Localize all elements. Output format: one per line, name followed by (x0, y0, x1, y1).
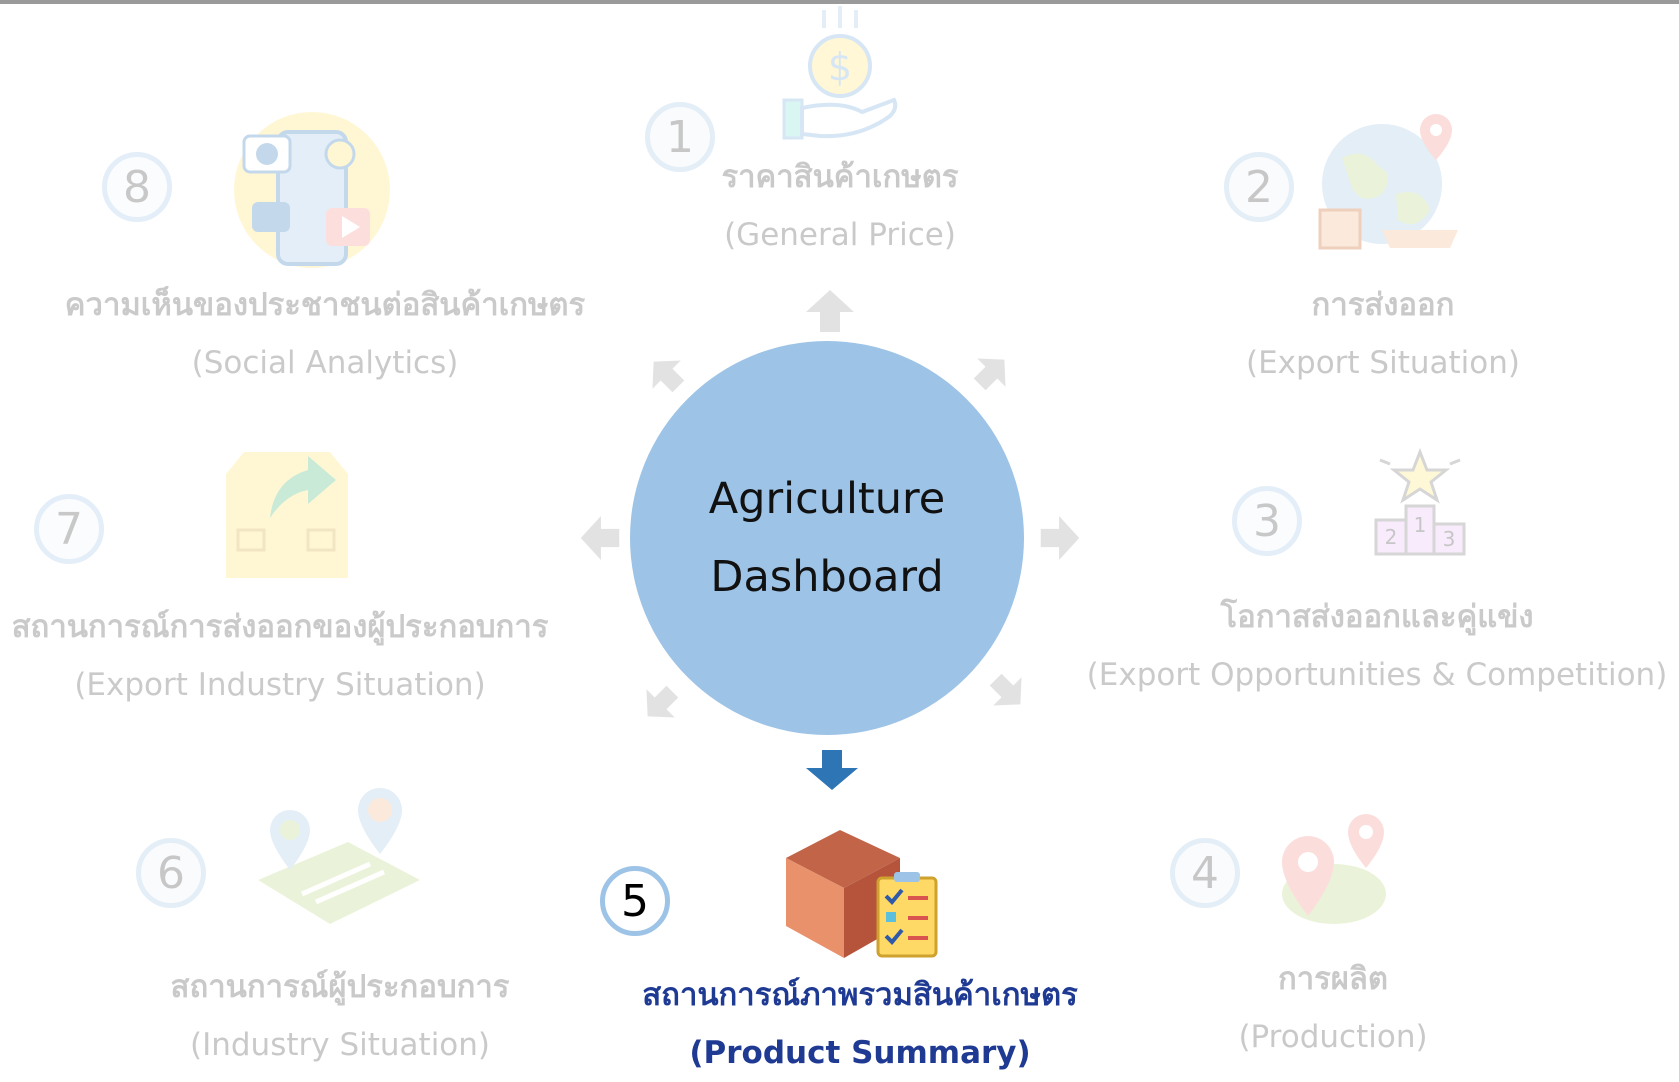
node-label-th: ความเห็นของประชาชนต่อสินค้าเกษตร (64, 287, 586, 323)
node-label: ราคาสินค้าเกษตร (General Price) (700, 148, 980, 264)
node-label: ความเห็นของประชาชนต่อสินค้าเกษตร (Social… (60, 276, 590, 392)
node-label: การส่งออก (Export Situation) (1228, 276, 1538, 392)
svg-text:1: 1 (1414, 513, 1427, 537)
svg-text:$: $ (828, 45, 852, 89)
arrow-up-right-icon (973, 358, 1006, 391)
center-title-line2: Dashboard (710, 552, 944, 602)
map-pin-icon (1282, 814, 1386, 924)
node-label: การผลิต (Production) (1178, 950, 1488, 1066)
node-label-th: สถานการณ์ผู้ประกอบการ (170, 969, 510, 1005)
center-hub: Agriculture Dashboard (630, 341, 1024, 735)
arrow-down-right-icon (989, 673, 1022, 706)
arrow-right-icon (1040, 516, 1080, 560)
arrow-up-icon (806, 290, 854, 332)
farm-location-icon (258, 788, 420, 924)
svg-text:3: 3 (1443, 527, 1456, 551)
box-checklist-icon (786, 830, 938, 958)
node-label-th: การผลิต (1277, 961, 1389, 997)
arrow-up-left-icon (652, 360, 685, 393)
arrow-down-left-icon (646, 685, 679, 718)
node-label-th: สถานการณ์ภาพรวมสินค้าเกษตร (642, 977, 1078, 1013)
top-divider (0, 0, 1679, 4)
node-label-th: โอกาสส่งออกและคู่แข่ง (1220, 599, 1534, 635)
node-label-en: (Product Summary) (689, 1035, 1031, 1071)
arrow-down-active-icon (806, 750, 858, 790)
node-number-badge: 4 (1170, 838, 1240, 908)
node-label-en: (Export Opportunities & Competition) (1086, 657, 1668, 693)
node-number-badge: 3 (1232, 486, 1302, 556)
node-label: สถานการณ์ภาพรวมสินค้าเกษตร (Product Summ… (630, 966, 1090, 1082)
node-label-en: (Export Situation) (1246, 345, 1520, 381)
node-label-en: (Social Analytics) (191, 345, 459, 381)
node-label-en: (General Price) (724, 217, 956, 253)
svg-text:2: 2 (1385, 525, 1398, 549)
node-number-badge: 1 (645, 102, 715, 172)
node-label: สถานการณ์การส่งออกของผู้ประกอบการ (Expor… (10, 598, 550, 714)
node-number-badge: 5 (600, 866, 670, 936)
node-label-en: (Industry Situation) (189, 1027, 491, 1063)
node-label-th: ราคาสินค้าเกษตร (721, 159, 959, 195)
money-hand-icon: $ (782, 6, 898, 140)
node-number-badge: 7 (34, 494, 104, 564)
node-label: สถานการณ์ผู้ประกอบการ (Industry Situatio… (170, 958, 510, 1074)
node-label: โอกาสส่งออกและคู่แข่ง (Export Opportunit… (1082, 588, 1672, 704)
node-label-th: การส่งออก (1311, 287, 1455, 323)
node-number-badge: 2 (1224, 152, 1294, 222)
podium-star-icon: 1 2 3 (1374, 447, 1466, 556)
node-label-th: สถานการณ์การส่งออกของผู้ประกอบการ (11, 609, 549, 645)
social-media-icon (234, 112, 390, 268)
arrow-left-icon (580, 516, 620, 560)
node-number-badge: 6 (136, 838, 206, 908)
node-label-en: (Production) (1238, 1019, 1428, 1055)
box-export-icon (226, 452, 348, 578)
globe-export-icon (1318, 114, 1458, 250)
node-number-badge: 8 (102, 152, 172, 222)
node-label-en: (Export Industry Situation) (74, 667, 486, 703)
center-title-line1: Agriculture (708, 474, 946, 524)
